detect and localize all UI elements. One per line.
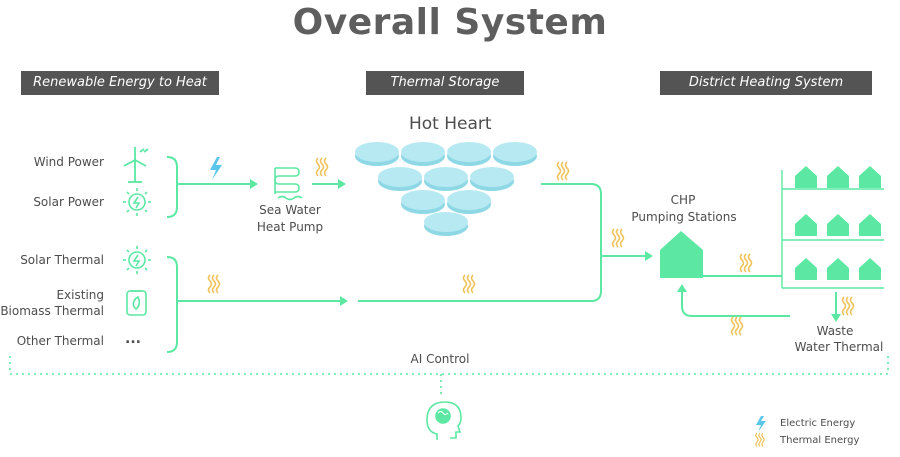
- section-label-district: District Heating System: [660, 71, 872, 95]
- solar-power-icon: [123, 188, 151, 216]
- page-title: Overall System: [292, 2, 608, 43]
- house-icon: [795, 258, 817, 280]
- waste-label-line2: Water Thermal: [794, 340, 884, 354]
- thermal-direct-line: [358, 256, 602, 302]
- house-icon: [859, 214, 881, 236]
- house-grid-lines: [781, 170, 884, 289]
- source-label-other: Other Thermal: [16, 334, 104, 348]
- ai-control-label: AI Control: [410, 352, 470, 366]
- storage-tank: [470, 167, 514, 191]
- legend-thermal-icon: [755, 432, 765, 448]
- biomass-icon: [126, 290, 147, 316]
- house-icon: [827, 166, 849, 188]
- thermal-icon: [207, 274, 221, 294]
- waste-label-line1: Waste: [816, 324, 854, 338]
- wind-turbine-icon: [123, 147, 149, 183]
- houses: [795, 166, 881, 280]
- chp-label-line2: Pumping Stations: [631, 210, 737, 224]
- hot-heart-label: Hot Heart: [409, 114, 492, 134]
- source-label-solar: Solar Power: [33, 195, 104, 209]
- storage-tank: [401, 142, 445, 166]
- hot-heart-tanks: [355, 142, 537, 236]
- storage-tank: [424, 212, 468, 236]
- house-icon: [795, 166, 817, 188]
- storage-tank: [493, 142, 537, 166]
- ai-control-frame: [9, 356, 889, 375]
- electric-sources-bracket: [166, 156, 178, 218]
- waste-return-line: [681, 292, 790, 317]
- solar-thermal-icon: [123, 246, 151, 274]
- electric-bolt-icon: [210, 157, 222, 180]
- thermal-icon: [315, 157, 329, 177]
- source-label-biomass-line1: Existing: [56, 288, 104, 302]
- ai-brain-head-icon: [426, 401, 462, 440]
- renewable-connectors: [166, 156, 837, 353]
- storage-tank: [355, 142, 399, 166]
- storage-tank: [447, 190, 491, 214]
- heat-pump-icon: [274, 167, 303, 201]
- section-label-renewable: Renewable Energy to Heat: [21, 71, 219, 95]
- source-label-biomass-line2: Biomass Thermal: [0, 304, 104, 318]
- source-label-wind: Wind Power: [33, 155, 104, 169]
- legend-electric-label: Electric Energy: [780, 418, 856, 429]
- house-icon: [859, 258, 881, 280]
- thermal-icon: [462, 274, 476, 294]
- arrowheads: [250, 179, 841, 322]
- storage-tank: [378, 167, 422, 191]
- thermal-icon: [556, 161, 570, 181]
- house-icon: [859, 166, 881, 188]
- storage-tank: [447, 142, 491, 166]
- thermal-icon: [739, 253, 753, 273]
- pump-label-line1: Sea Water: [259, 203, 321, 217]
- thermal-icon: [730, 316, 744, 336]
- legend-electric-icon: [756, 416, 766, 432]
- source-label-solar-thermal: Solar Thermal: [20, 253, 104, 267]
- storage-tank: [401, 190, 445, 214]
- house-icon: [827, 214, 849, 236]
- chp-label-line1: CHP: [670, 193, 696, 207]
- storage-tank: [424, 167, 468, 191]
- thermal-icon: [611, 228, 625, 248]
- thermal-icon: [841, 296, 855, 316]
- section-label-storage: Thermal Storage: [366, 71, 524, 95]
- pump-label-line2: Heat Pump: [256, 220, 324, 234]
- chp-building-icon: [660, 231, 703, 278]
- house-icon: [795, 214, 817, 236]
- thermal-sources-bracket: [166, 256, 178, 353]
- house-icon: [827, 258, 849, 280]
- storage-outflow-line: [541, 183, 602, 256]
- more-sources-ellipsis: ...: [125, 331, 141, 347]
- legend-thermal-label: Thermal Energy: [780, 435, 860, 446]
